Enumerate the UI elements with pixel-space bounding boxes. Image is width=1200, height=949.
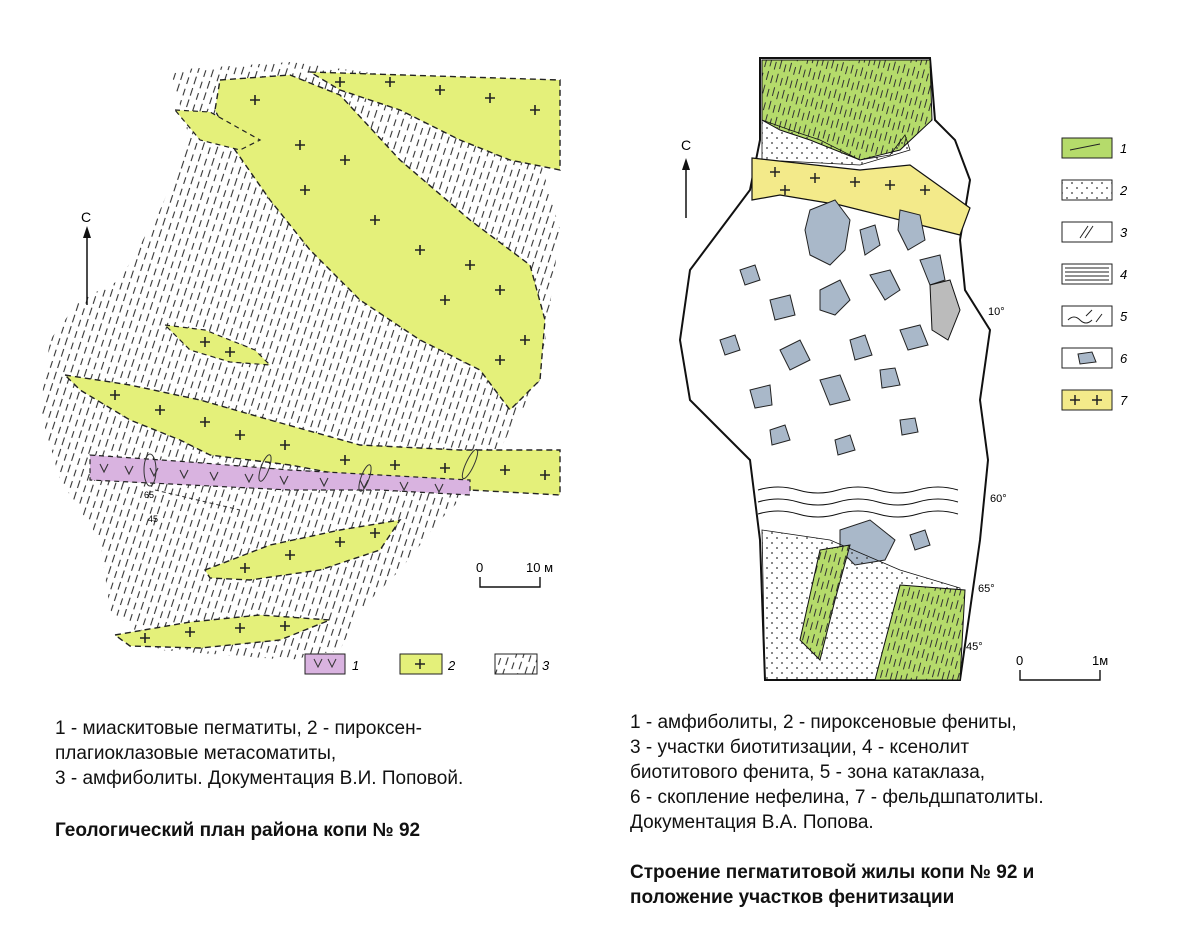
right-figure-caption: 1 - амфиболиты, 2 - пироксеновые фениты,… — [630, 712, 1044, 833]
angle-label-65: 65° — [978, 583, 995, 595]
amphibolite-bottom-left — [799, 544, 851, 661]
scale-start: 0 — [1016, 653, 1023, 668]
veinlets — [143, 448, 479, 511]
cataclasis-zone — [757, 486, 959, 518]
angle-label-45: 45° — [966, 641, 983, 653]
legend-num-3: 3 — [542, 658, 550, 673]
metasomatite-top-block — [307, 71, 561, 171]
geological-plan-map: 65 45 С 0 10 м 1 2 3 — [40, 62, 561, 675]
legend: 1 2 3 4 5 6 7 — [1061, 137, 1128, 411]
north-label: С — [681, 137, 691, 153]
legend-num-1: 1 — [1120, 141, 1127, 156]
nepheline-clusters — [719, 199, 946, 566]
metasomatite-thin-lens — [173, 109, 262, 151]
scale-end: 10 м — [526, 560, 553, 575]
right-figure-title: Строение пегматитовой жилы копи № 92 и п… — [630, 862, 1035, 908]
legend-num-2: 2 — [447, 658, 456, 673]
legend-num-5: 5 — [1120, 309, 1128, 324]
legend-num-7: 7 — [1120, 393, 1128, 408]
scale-bar: 0 10 м — [476, 560, 553, 588]
dip-label-45: 45 — [148, 514, 158, 524]
feldspathic-dotted-top — [761, 119, 911, 166]
north-arrow: С — [81, 209, 91, 305]
scale-end: 1м — [1092, 653, 1108, 668]
dip-label-65: 65 — [144, 490, 154, 500]
angle-label-10: 10° — [988, 306, 1005, 318]
plus-signs — [110, 77, 550, 643]
scale-start: 0 — [476, 560, 483, 575]
legend-num-2: 2 — [1119, 183, 1128, 198]
metasomatite-lens-lower — [203, 519, 402, 581]
metasomatite-lens-bottom — [113, 614, 331, 649]
legend-num-1: 1 — [352, 658, 359, 673]
legend-num-3: 3 — [1120, 225, 1128, 240]
metasomatite-band-diagonal — [214, 74, 546, 412]
left-figure-title: Геологический план района копи № 92 — [55, 820, 421, 841]
north-label: С — [81, 209, 91, 225]
metasomatite-band-middle — [62, 373, 561, 496]
feldspatholite-plus — [770, 167, 930, 195]
amphibolite-bottom-right — [874, 584, 966, 681]
legend-num-6: 6 — [1120, 351, 1128, 366]
biotite-xenolith — [929, 279, 961, 341]
angle-label-60: 60° — [990, 493, 1007, 505]
north-arrow: С — [681, 137, 691, 218]
scale-bar: 0 1м — [1016, 653, 1108, 681]
legend: 1 2 3 — [304, 653, 550, 675]
vein-structure-map: 10° 60° 65° 45° С 0 1м 1 2 3 4 5 6 7 — [678, 57, 1128, 681]
metasomatite-lens-small — [163, 324, 272, 366]
left-figure-caption: 1 - миаскитовые пегматиты, 2 - пироксен-… — [55, 718, 464, 789]
pegmatite-band — [89, 454, 471, 496]
legend-num-4: 4 — [1120, 267, 1127, 282]
